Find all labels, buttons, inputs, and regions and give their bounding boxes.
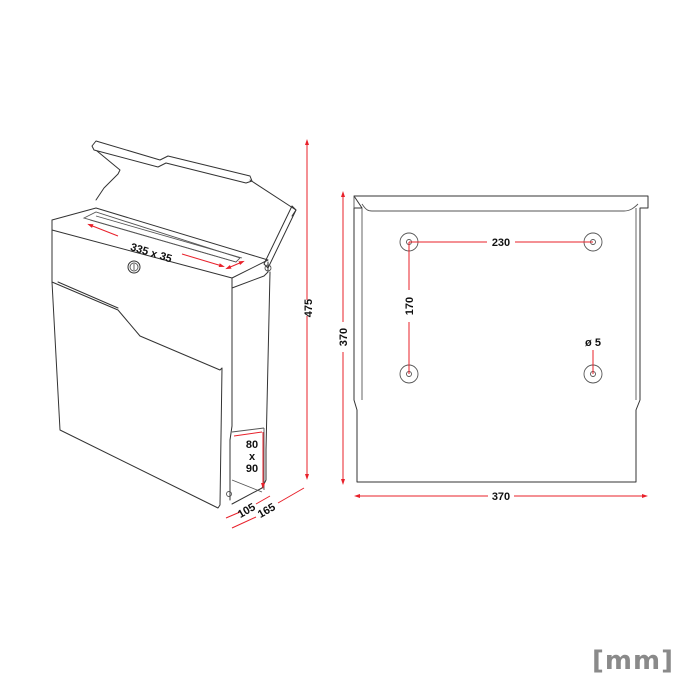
perspective-dimensions: 335 x 35 475 80 x 90 105 165: [87, 139, 315, 529]
rear-width-370-label: 370: [492, 491, 510, 503]
opening-width-label: 80: [246, 439, 258, 451]
open-lid: [91, 140, 297, 269]
hole-spacing-170-label: 170: [404, 297, 416, 315]
rear-dimensions: 230 170 ø 5 370 370: [338, 191, 648, 503]
mounting-holes: [399, 232, 603, 384]
hole-diameter-label: ø 5: [585, 337, 601, 349]
mailbox-front: [51, 229, 271, 509]
depth-165-label: 165: [256, 501, 278, 521]
rear-height-370-label: 370: [338, 328, 350, 346]
hole-spacing-230-label: 230: [492, 237, 510, 249]
opening-height-label: 90: [246, 463, 258, 475]
height-475-label: 475: [303, 299, 315, 317]
mailbox-top-body: [51, 207, 272, 289]
rear-view: 230 170 ø 5 370 370: [338, 191, 649, 503]
unit-label: [mm]: [592, 646, 674, 676]
perspective-mailbox: 335 x 35 475 80 x 90 105 165: [51, 139, 315, 529]
opening-x-label: x: [249, 451, 256, 463]
slot-dimension-label: 335 x 35: [129, 241, 173, 265]
